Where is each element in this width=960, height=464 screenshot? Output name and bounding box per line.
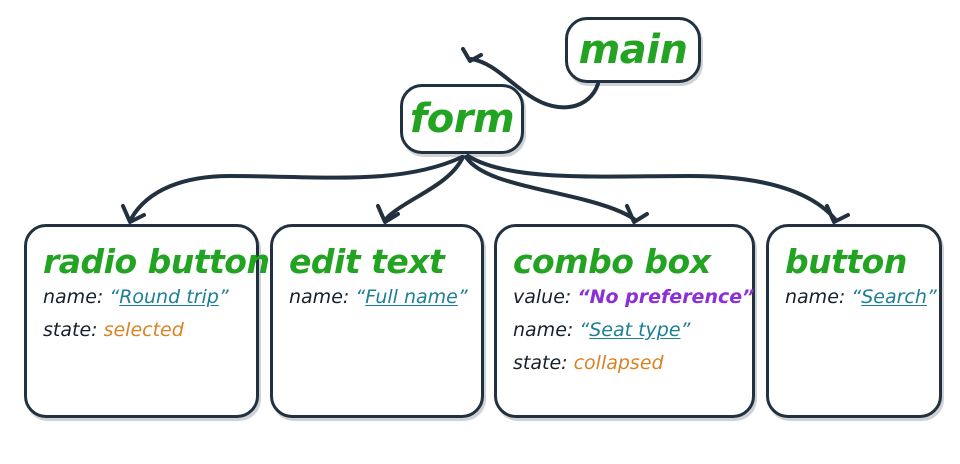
attr-row-value: value: “No preference” xyxy=(513,285,754,308)
node-button[interactable]: button name: “Search” xyxy=(766,224,942,418)
attr-row-name: name: “Seat type” xyxy=(513,318,738,341)
quote-open: “ xyxy=(579,318,590,341)
node-main-title: main xyxy=(578,27,688,73)
attr-value-name: Seat type xyxy=(589,318,681,341)
node-edit-text[interactable]: edit text name: “Full name” xyxy=(270,224,484,418)
node-radio-button[interactable]: radio button name: “Round trip” state: s… xyxy=(24,224,270,418)
attr-row-state: state: selected xyxy=(43,318,242,341)
attr-key: state: xyxy=(513,351,568,374)
quote-open: “ xyxy=(109,285,120,308)
node-button-title: button xyxy=(785,242,907,281)
node-form-title: form xyxy=(409,96,515,142)
quote-open: “ xyxy=(577,285,590,308)
node-combo-box-title: combo box xyxy=(513,242,711,281)
attr-row-state: state: collapsed xyxy=(513,351,738,374)
quote-open: “ xyxy=(355,285,366,308)
attr-value-name: Round trip xyxy=(119,285,219,308)
attr-row-name: name: “Search” xyxy=(785,285,937,308)
edge-form-to-edit-text xyxy=(376,155,465,224)
attr-value-state: selected xyxy=(103,318,184,341)
attr-key: name: xyxy=(43,285,104,308)
attr-row-name: name: “Round trip” xyxy=(43,285,242,308)
node-radio-button-title: radio button xyxy=(43,242,270,281)
node-combo-box[interactable]: combo box value: “No preference” name: “… xyxy=(494,224,755,418)
edge-form-to-radio-button xyxy=(121,155,464,224)
edge-form-to-button xyxy=(466,154,850,224)
node-form[interactable]: form xyxy=(400,84,524,154)
attr-key: name: xyxy=(289,285,350,308)
attr-value-name: Search xyxy=(861,285,927,308)
attr-key: state: xyxy=(43,318,98,341)
quote-close: ” xyxy=(457,285,468,308)
quote-close: ” xyxy=(218,285,229,308)
attr-key: name: xyxy=(785,285,846,308)
quote-open: “ xyxy=(851,285,862,308)
attr-key: value: xyxy=(513,285,572,308)
attr-row-name: name: “Full name” xyxy=(289,285,468,308)
node-main[interactable]: main xyxy=(565,17,701,83)
attr-value-value: No preference xyxy=(589,285,743,308)
node-edit-text-title: edit text xyxy=(289,242,445,281)
attr-value-name: Full name xyxy=(365,285,458,308)
quote-close: ” xyxy=(926,285,937,308)
edge-form-to-combo-box xyxy=(464,155,649,224)
attr-key: name: xyxy=(513,318,574,341)
attr-value-state: collapsed xyxy=(573,351,664,374)
quote-close: ” xyxy=(680,318,691,341)
quote-close: ” xyxy=(742,285,755,308)
